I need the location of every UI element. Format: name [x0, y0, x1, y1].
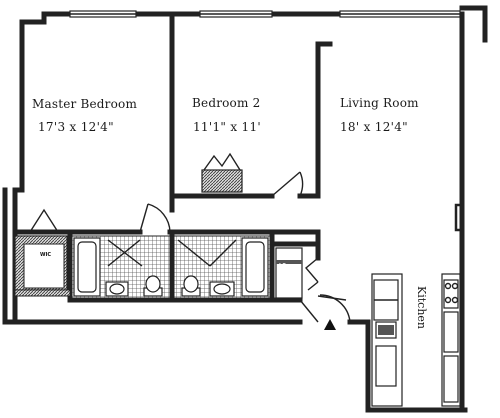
- bathroom-1: [71, 235, 171, 299]
- dishwasher: [375, 345, 397, 387]
- master-bedroom-label: Master Bedroom: [32, 97, 138, 111]
- kitchen: [371, 273, 461, 407]
- doors: [29, 171, 351, 323]
- walk-in-closet-label: WIC: [40, 252, 52, 258]
- master-bedroom-dimensions: 17'3 x 12'4": [38, 120, 114, 134]
- living-room-dimensions: 18' x 12'4": [340, 120, 408, 134]
- windows: [69, 10, 461, 18]
- kitchen-label: Kitchen: [415, 286, 428, 329]
- interior-walls: [12, 11, 462, 303]
- linen-closet: [275, 247, 303, 299]
- bathroom-2: [173, 235, 271, 299]
- living-room-label: Living Room: [340, 96, 419, 110]
- stove: [443, 279, 459, 309]
- walk-in-closet: [14, 235, 71, 297]
- bedroom-2-label: Bedroom 2: [192, 96, 261, 110]
- entry-arrow-icon: [324, 319, 336, 330]
- linen-closet-label: LC: [279, 263, 286, 269]
- exterior-walls: [2, 5, 488, 413]
- bedroom-2-dimensions: 11'1" x 11': [193, 120, 261, 134]
- bedroom-2-closet: [201, 152, 243, 193]
